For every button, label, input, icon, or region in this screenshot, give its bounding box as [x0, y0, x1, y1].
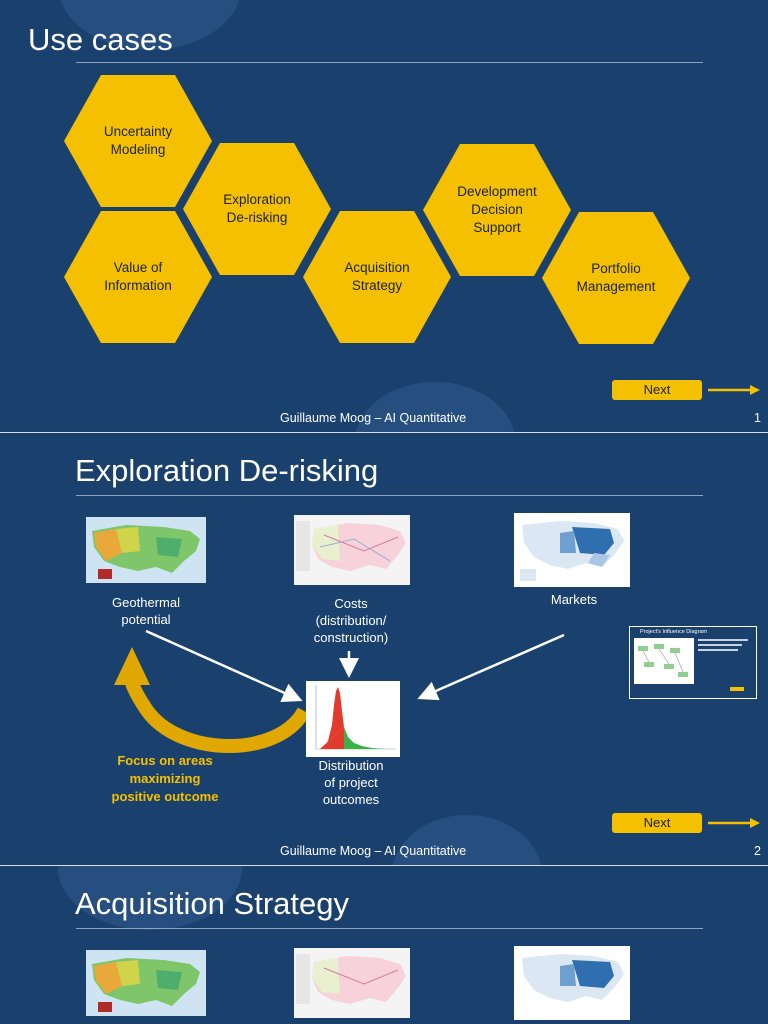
slide-title: Acquisition Strategy [75, 886, 349, 921]
page-number: 2 [754, 844, 761, 858]
page-number: 1 [754, 411, 761, 425]
geothermal-map-image [86, 950, 206, 1016]
slide-use-cases: Use cases Uncertainty Modeling Value of … [0, 0, 768, 432]
title-rule [76, 62, 703, 63]
slide-title: Use cases [28, 22, 173, 57]
hex-label: Development Decision Support [457, 184, 537, 235]
hex-exploration-de-risking[interactable]: Exploration De-risking [183, 143, 331, 275]
influence-diagram-inset[interactable]: Project's Influence Diagram [629, 626, 757, 699]
title-rule [76, 495, 703, 496]
title-rule [76, 928, 703, 929]
hex-uncertainty-modeling[interactable]: Uncertainty Modeling [64, 75, 212, 207]
hex-value-of-information[interactable]: Value of Information [64, 211, 212, 343]
markets-caption: Markets [550, 592, 598, 607]
arrows-to-distribution [145, 629, 565, 703]
markets-map-image [514, 946, 630, 1020]
hex-portfolio-management[interactable]: Portfolio Management [542, 212, 690, 344]
distribution-histogram [306, 681, 400, 757]
arrow-right-icon [708, 385, 760, 395]
footer-author: Guillaume Moog – AI Quantitative [280, 411, 467, 425]
slide-separator [0, 865, 768, 866]
distribution-caption: Distribution of project outcomes [318, 758, 384, 807]
hex-label: Acquisition Strategy [344, 260, 410, 293]
slide-acquisition-strategy: Acquisition Strategy [0, 866, 768, 1024]
hex-label: Value of Information [104, 260, 172, 293]
arrow-right-icon [708, 818, 760, 828]
slide-separator [0, 432, 768, 433]
geothermal-map-image [86, 517, 206, 583]
costs-map-image [294, 515, 410, 585]
hex-development-decision-support[interactable]: Development Decision Support [423, 144, 571, 276]
hex-label: Uncertainty Modeling [103, 124, 173, 157]
next-button[interactable]: Next [612, 813, 702, 833]
costs-caption: Costs (distribution/ construction) [313, 596, 389, 645]
geothermal-caption: Geothermal potential [112, 595, 180, 627]
curved-arrow-icon [114, 647, 308, 753]
markets-map-image [514, 513, 630, 587]
footer-author: Guillaume Moog – AI Quantitative [280, 844, 467, 858]
hex-acquisition-strategy[interactable]: Acquisition Strategy [303, 211, 451, 343]
slide-title: Exploration De-risking [75, 453, 379, 488]
costs-map-image [294, 948, 410, 1018]
hex-label: Portfolio Management [576, 261, 656, 294]
focus-caption: Focus on areas maximizing positive outco… [111, 753, 219, 804]
inset-title: Project's Influence Diagram [640, 629, 708, 635]
next-button[interactable]: Next [612, 380, 702, 400]
hex-label: Exploration De-risking [223, 192, 291, 225]
slide-exploration-de-risking: Exploration De-risking [0, 433, 768, 865]
